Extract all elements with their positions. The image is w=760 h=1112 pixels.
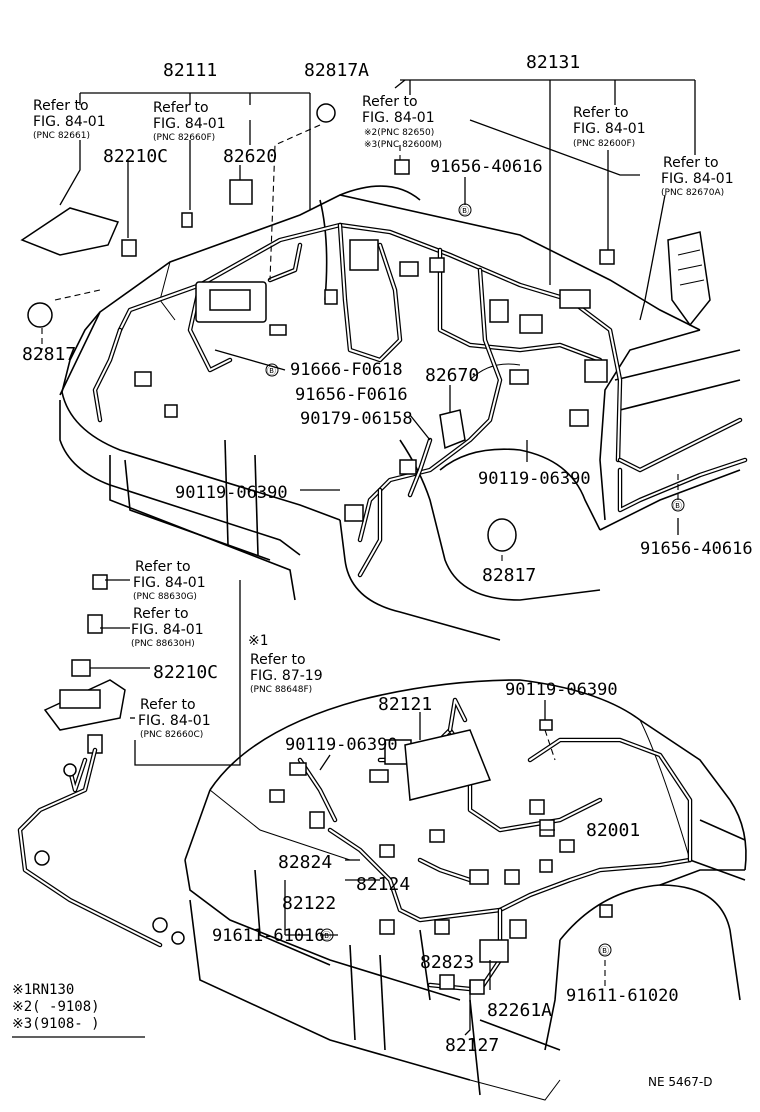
note-2: ※2( -9108) — [12, 999, 100, 1015]
label-82823: 82823 — [420, 952, 474, 973]
lower-vehicle-body — [184, 679, 747, 1101]
label-82122: 82122 — [282, 893, 336, 914]
left-parts-cluster — [17, 574, 241, 948]
refer-9-pnc: (PNC 82660C) — [140, 730, 203, 740]
label-90119-06390-mid-right: 90119-06390 — [478, 469, 591, 489]
label-91656-f0616: 91656-F0616 — [295, 385, 408, 405]
b-marker-5: Ⓑ — [600, 946, 609, 957]
refer-8-fig: FIG. 87-19 — [250, 668, 323, 684]
label-82131: 82131 — [526, 52, 580, 73]
refer-block-3: Refer to FIG. 84-01 ※2(PNC 82650) ※3(PNC… — [362, 94, 442, 150]
b-marker-3: Ⓑ — [673, 501, 682, 512]
refer-8-text: Refer to — [250, 652, 306, 668]
label-82111: 82111 — [163, 60, 217, 81]
notes-block: ※1RN130 ※2( -9108) ※3(9108- ) — [12, 982, 100, 1032]
refer-block-7: Refer to FIG. 84-01 (PNC 88630H) — [131, 606, 204, 649]
part-number-labels: 82111 82817A 82131 82210C 82620 91656-40… — [22, 52, 753, 1056]
label-82124: 82124 — [356, 874, 410, 895]
refer-1-text: Refer to — [33, 98, 89, 114]
refer-block-8: ※1 Refer to FIG. 87-19 (PNC 88648F) — [248, 633, 323, 695]
label-82261a: 82261A — [487, 1000, 552, 1021]
refer-7-pnc: (PNC 88630H) — [131, 639, 195, 649]
label-82817-left: 82817 — [22, 344, 76, 365]
label-91666-f0618: 91666-F0618 — [290, 360, 403, 380]
refer-1-fig: FIG. 84-01 — [33, 114, 106, 130]
note-3: ※3(9108- ) — [12, 1016, 100, 1032]
label-82210c-mid: 82210C — [153, 662, 218, 683]
label-82817-right: 82817 — [482, 565, 536, 586]
refer-6-text: Refer to — [135, 559, 191, 575]
upper-harness — [92, 222, 748, 578]
b-marker-1: Ⓑ — [460, 206, 469, 217]
refer-2-text: Refer to — [153, 100, 209, 116]
refer-2-fig: FIG. 84-01 — [153, 116, 226, 132]
refer-3-fig: FIG. 84-01 — [362, 110, 435, 126]
diagram-code: NE 5467-D — [648, 1075, 712, 1089]
refer-6-pnc: (PNC 88630G) — [133, 592, 197, 602]
refer-block-5: Refer to FIG. 84-01 (PNC 82670A) — [661, 155, 734, 198]
b-marker-glyphs: Ⓑ Ⓑ Ⓑ Ⓑ Ⓑ — [267, 206, 682, 957]
lower-leaders — [284, 700, 606, 1036]
refer-3-pnc2: ※2(PNC 82650) — [364, 128, 434, 138]
refer-3-pnc3: ※3(PNC 82600M) — [364, 140, 442, 150]
label-90119-06390-low-left: 90119-06390 — [285, 735, 398, 755]
refer-8-mark: ※1 — [248, 633, 268, 649]
label-82620: 82620 — [223, 146, 277, 167]
b-marker-4: Ⓑ — [322, 931, 331, 942]
label-91611-61020: 91611-61020 — [566, 986, 679, 1006]
refer-4-text: Refer to — [573, 105, 629, 121]
label-82670: 82670 — [425, 365, 479, 386]
refer-3-text: Refer to — [362, 94, 418, 110]
note-1: ※1RN130 — [12, 982, 74, 998]
refer-9-fig: FIG. 84-01 — [138, 713, 211, 729]
refer-block-2: Refer to FIG. 84-01 (PNC 82660F) — [153, 100, 226, 143]
refer-block-9: Refer to FIG. 84-01 (PNC 82660C) — [138, 697, 211, 740]
upper-connectors — [20, 103, 711, 552]
b-markers-upper — [265, 203, 685, 512]
refer-5-text: Refer to — [663, 155, 719, 171]
refer-5-pnc: (PNC 82670A) — [661, 188, 724, 198]
label-91656-40616-right: 91656-40616 — [640, 539, 753, 559]
refer-1-pnc: (PNC 82661) — [33, 131, 90, 141]
label-91611-61016: 91611-61016 — [212, 926, 325, 946]
refer-block-1: Refer to FIG. 84-01 (PNC 82661) — [33, 98, 106, 141]
refer-6-fig: FIG. 84-01 — [133, 575, 206, 591]
refer-7-text: Refer to — [133, 606, 189, 622]
label-90119-06390-low-right: 90119-06390 — [505, 680, 618, 700]
refer-2-pnc: (PNC 82660F) — [153, 133, 215, 143]
refer-8-pnc: (PNC 88648F) — [250, 685, 312, 695]
label-82127: 82127 — [445, 1035, 499, 1056]
refer-5-fig: FIG. 84-01 — [661, 171, 734, 187]
label-82210c-top: 82210C — [103, 146, 168, 167]
b-markers-lower — [320, 928, 612, 957]
refer-4-pnc: (PNC 82600F) — [573, 139, 635, 149]
label-82121: 82121 — [378, 694, 432, 715]
upper-leaders — [41, 79, 696, 562]
label-82824: 82824 — [278, 852, 332, 873]
label-91656-40616-top: 91656-40616 — [430, 157, 543, 177]
refer-9-text: Refer to — [140, 697, 196, 713]
refer-block-6: Refer to FIG. 84-01 (PNC 88630G) — [133, 559, 206, 602]
label-90179-06158: 90179-06158 — [300, 409, 413, 429]
label-90119-06390-mid-left: 90119-06390 — [175, 483, 288, 503]
refer-7-fig: FIG. 84-01 — [131, 622, 204, 638]
label-82001: 82001 — [586, 820, 640, 841]
b-marker-2: Ⓑ — [267, 366, 276, 377]
upper-vehicle-body — [59, 185, 741, 641]
label-82817a: 82817A — [304, 60, 369, 81]
lower-connectors — [269, 719, 613, 995]
refer-block-4: Refer to FIG. 84-01 (PNC 82600F) — [573, 105, 646, 149]
refer-4-fig: FIG. 84-01 — [573, 121, 646, 137]
